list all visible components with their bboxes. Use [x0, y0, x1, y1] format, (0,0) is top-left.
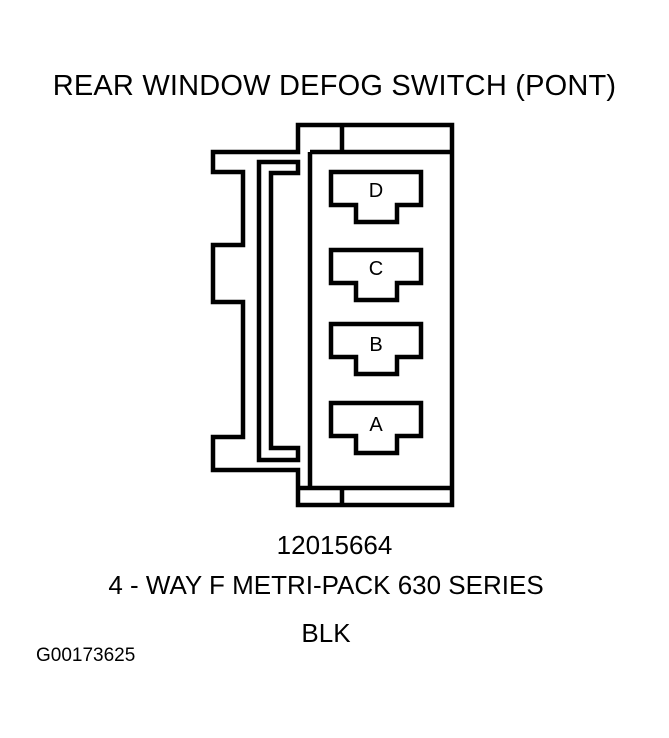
pin-label-a: A — [369, 414, 383, 436]
pin-label-c: C — [369, 258, 383, 280]
connector-color: BLK — [301, 618, 351, 648]
pin-label-b: B — [369, 334, 382, 356]
pin-cavity-a — [328, 400, 424, 456]
connector-inner-rail — [256, 159, 301, 463]
pin-cavity-b — [328, 321, 424, 377]
figure-id: G00173625 — [36, 645, 136, 666]
pin-cavity-c — [328, 247, 424, 303]
pin-cavity-d — [328, 169, 424, 225]
connector-part-number: 12015664 — [276, 530, 393, 560]
connector-body-outline — [210, 122, 455, 508]
diagram-title: REAR WINDOW DEFOG SWITCH (PONT) — [52, 70, 617, 102]
pin-label-d: D — [369, 180, 383, 202]
connector-description: 4 - WAY F METRI-PACK 630 SERIES — [108, 570, 544, 600]
